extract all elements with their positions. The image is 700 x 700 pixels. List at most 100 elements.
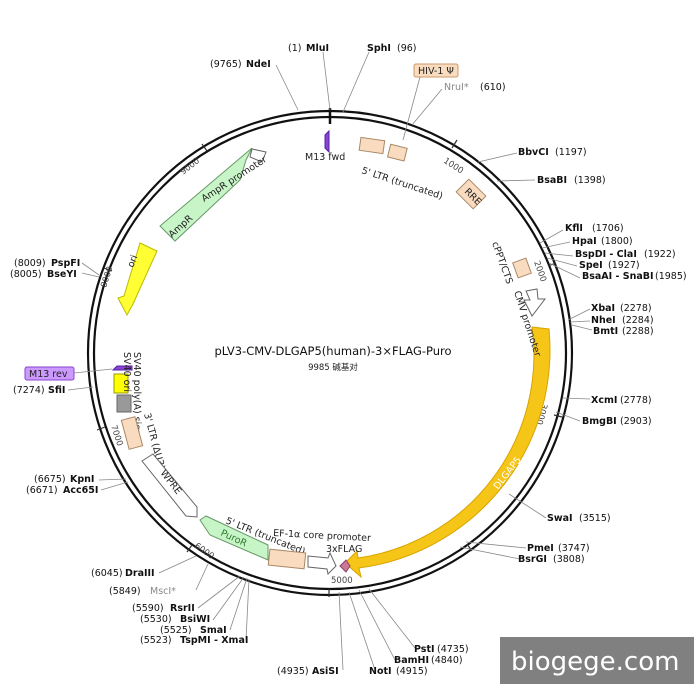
enzyme-pos-bsabi: (1398) xyxy=(574,175,606,186)
enzyme-name-nrui[interactable]: NruI* xyxy=(444,82,469,93)
enzyme-name-bamhi[interactable]: BamHI xyxy=(394,655,429,666)
hiv-psi-label: HIV-1 Ψ xyxy=(418,66,454,77)
enzyme-name-bsrgi[interactable]: BsrGI xyxy=(518,554,547,565)
plasmid-title: pLV3-CMV-DLGAP5(human)-3×FLAG-Puro xyxy=(214,344,451,358)
flag-tag[interactable] xyxy=(339,559,351,573)
enzyme-pos-bbvci: (1197) xyxy=(555,147,587,158)
sv40-ori-label: SV40 ori xyxy=(121,352,132,392)
enzyme-name-ndei[interactable]: NdeI xyxy=(246,59,271,70)
enzyme-pos-tspmi-xmai: (5523) xyxy=(140,635,172,646)
enzyme-name-bsiwi[interactable]: BsiWI xyxy=(180,614,210,625)
tick-label-1000: 1000 xyxy=(441,156,465,176)
sv40-polya-box[interactable] xyxy=(113,373,129,394)
enzyme-pos-hpai: (1800) xyxy=(601,236,633,247)
enzyme-pos-xbai: (2278) xyxy=(620,303,652,314)
enzyme-pos-bamhi: (4840) xyxy=(431,655,463,666)
ef1a-promoter-arrow[interactable] xyxy=(307,551,337,576)
tick-label-2000: 2000 xyxy=(531,260,548,284)
enzyme-pos-acc65i: (6671) xyxy=(26,485,58,496)
flag-label: 3xFLAG xyxy=(326,544,362,555)
enzyme-name-msci[interactable]: MscI* xyxy=(150,586,176,597)
m13-fwd-marker[interactable] xyxy=(324,129,330,154)
enzyme-name-bspdi-clai[interactable]: BspDI - ClaI xyxy=(575,249,637,260)
enzyme-name-bseyi[interactable]: BseYI xyxy=(47,269,77,280)
enzyme-name-tspmi-xmai[interactable]: TspMI - XmaI xyxy=(180,635,248,646)
puror-arrow[interactable] xyxy=(199,515,269,561)
enzyme-name-bbvci[interactable]: BbvCI xyxy=(518,147,549,158)
watermark-text: biogege.com xyxy=(511,647,679,677)
enzyme-name-bsaai-snabi[interactable]: BsaAI - SnaBI xyxy=(582,271,654,282)
enzyme-pos-noti: (4915) xyxy=(396,666,428,677)
m13-rev-marker[interactable] xyxy=(111,365,133,371)
enzyme-name-swai[interactable]: SwaI xyxy=(547,513,573,524)
wpre-arrow[interactable] xyxy=(141,453,198,518)
ltr5-box-b[interactable] xyxy=(386,143,408,162)
enzyme-name-bmgbi[interactable]: BmgBI xyxy=(582,416,617,427)
enzyme-name-psti[interactable]: PstI xyxy=(414,644,435,655)
enzyme-name-smai[interactable]: SmaI xyxy=(200,625,227,636)
enzyme-name-bmti[interactable]: BmtI xyxy=(593,326,618,337)
enzyme-name-sphi[interactable]: SphI xyxy=(367,43,391,54)
ltr5-box-a[interactable] xyxy=(358,136,386,155)
ef1a-label: EF-1α core promoter xyxy=(273,528,371,544)
ori-arrow[interactable] xyxy=(117,242,158,317)
enzyme-pos-nhei: (2284) xyxy=(622,315,654,326)
enzyme-pos-bsiwi: (5530) xyxy=(140,614,172,625)
enzyme-pos-bsrgi: (3808) xyxy=(553,554,585,565)
enzyme-pos-msci: (5849) xyxy=(109,586,141,597)
sv40-ori-box[interactable] xyxy=(116,394,132,413)
enzyme-name-xbai[interactable]: XbaI xyxy=(591,303,615,314)
enzyme-pos-swai: (3515) xyxy=(579,513,611,524)
enzyme-pos-kpni: (6675) xyxy=(34,474,66,485)
cppt-box[interactable] xyxy=(512,257,532,279)
enzyme-name-kpni[interactable]: KpnI xyxy=(70,474,94,485)
enzyme-name-nhei[interactable]: NheI xyxy=(591,315,616,326)
tick-label-9000: 9000 xyxy=(179,156,202,177)
ltr5b-box[interactable] xyxy=(267,548,307,570)
ltr5-label: 5' LTR (truncated) xyxy=(360,165,444,202)
enzyme-pos-rsrii: (5590) xyxy=(132,603,164,614)
enzyme-name-noti[interactable]: NotI xyxy=(369,666,392,677)
enzyme-pos-bsaai-snabi: (1985) xyxy=(655,271,687,282)
enzyme-name-mlui[interactable]: MluI xyxy=(306,43,329,54)
ltr3-box[interactable] xyxy=(120,416,144,450)
enzyme-pos-nrui: (610) xyxy=(480,82,506,93)
enzyme-name-spei[interactable]: SpeI xyxy=(579,260,603,271)
enzyme-pos-bseyi: (8005) xyxy=(10,269,42,280)
enzyme-name-bsabi[interactable]: BsaBI xyxy=(537,175,567,186)
cppt-label: cPPT/CTS xyxy=(489,240,514,285)
m13-rev-label: M13 rev xyxy=(29,369,68,380)
enzyme-name-hpai[interactable]: HpaI xyxy=(572,236,597,247)
ampr-promoter-arrow[interactable] xyxy=(249,148,267,163)
enzyme-pos-bspdi-clai: (1922) xyxy=(644,249,676,260)
enzyme-pos-bmti: (2288) xyxy=(622,326,654,337)
watermark-bg xyxy=(500,637,694,684)
enzyme-name-asisi[interactable]: AsiSI xyxy=(312,666,339,677)
enzyme-name-acc65i[interactable]: Acc65I xyxy=(63,485,98,496)
enzyme-pos-kfli: (1706) xyxy=(592,223,624,234)
enzyme-pos-smai: (5525) xyxy=(160,625,192,636)
sv40-polya-label: SV40 poly(A) signal xyxy=(131,352,142,445)
rre-label: RRE xyxy=(462,186,483,207)
tick-label-7000: 7000 xyxy=(108,424,124,448)
enzyme-name-xcmi[interactable]: XcmI xyxy=(591,395,617,406)
enzyme-name-rsrii[interactable]: RsrII xyxy=(170,603,195,614)
m13-fwd-label: M13 fwd xyxy=(305,152,345,163)
enzyme-name-sfii[interactable]: SfiI xyxy=(48,385,65,396)
enzyme-name-pmei[interactable]: PmeI xyxy=(527,543,554,554)
enzyme-name-pspfi[interactable]: PspFI xyxy=(51,258,80,269)
dlgap5-arrow[interactable] xyxy=(344,326,551,579)
plasmid-size: 9985 碱基对 xyxy=(308,362,358,373)
m13-rev-box xyxy=(24,366,75,381)
ori-label: ori xyxy=(126,254,141,270)
ampr-promoter-label: AmpR promoter xyxy=(200,154,269,204)
rre-box[interactable] xyxy=(455,178,487,210)
ampr-arrow[interactable] xyxy=(159,147,253,242)
enzyme-pos-pmei: (3747) xyxy=(558,543,590,554)
enzyme-pos-asisi: (4935) xyxy=(277,666,309,677)
cmv-promoter-arrow[interactable] xyxy=(523,288,547,317)
enzyme-pos-psti: (4735) xyxy=(437,644,469,655)
enzyme-name-kfli[interactable]: KflI xyxy=(565,223,583,234)
enzyme-name-draiii[interactable]: DraIII xyxy=(125,568,155,579)
